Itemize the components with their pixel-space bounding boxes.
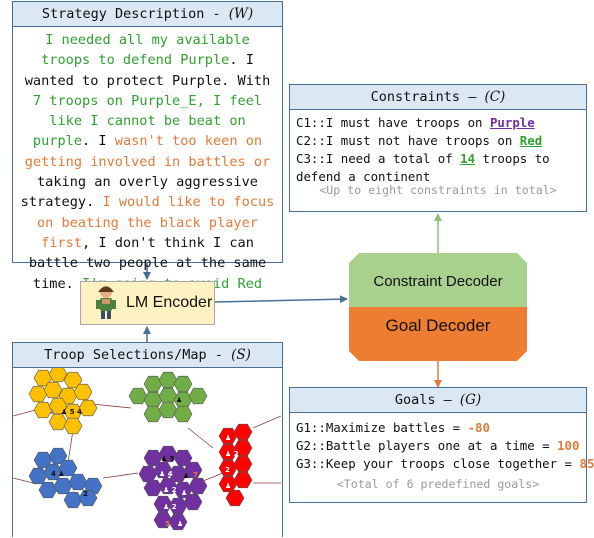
goals-title: Goals – <box>394 392 460 408</box>
lm-encoder-label: LM Encoder <box>126 294 213 311</box>
svg-text:♟: ♟ <box>176 396 182 404</box>
svg-text:♟: ♟ <box>49 408 55 416</box>
troop-map-panel: Troop Selections/Map - (S) <box>12 342 283 537</box>
svg-text:♟: ♟ <box>181 489 187 497</box>
svg-text:♟: ♟ <box>225 482 231 490</box>
svg-text:♟ 4: ♟ 4 <box>159 470 173 478</box>
map-variable: (S) <box>231 347 251 363</box>
red-territory <box>218 423 253 507</box>
goal-decoder-label: Goal Decoder <box>385 316 491 335</box>
svg-text:♟: ♟ <box>225 434 231 442</box>
strategy-description-text: I needed all my available troops to defe… <box>19 30 276 314</box>
svg-text:2: 2 <box>83 490 88 498</box>
troop-map-header: Troop Selections/Map - (S) <box>13 343 282 368</box>
strategy-variable: (W) <box>228 6 254 22</box>
strategy-segment: . I <box>82 133 115 150</box>
decoder-block: Constraint Decoder Goal Decoder <box>349 253 527 361</box>
troop-map-title: Troop Selections/Map - <box>44 347 232 363</box>
yellow-territory <box>28 368 98 435</box>
goal-g2: G2::Battle players one at a time = 100 <box>296 438 580 453</box>
strategy-segment: I needed all my available troops to defe… <box>41 32 250 69</box>
strategy-description-header: Strategy Description - (W) <box>13 2 282 27</box>
green-territory <box>128 371 208 423</box>
svg-text:♟: ♟ <box>183 472 189 480</box>
svg-text:♟ 2: ♟ 2 <box>225 450 239 458</box>
svg-text:5: 5 <box>165 520 170 528</box>
svg-text:♟ 5: ♟ 5 <box>61 408 75 416</box>
constraints-panel: Constraints – (C) C1::I must have troops… <box>289 84 587 212</box>
constraints-header: Constraints – (C) <box>290 85 586 110</box>
svg-text:4: 4 <box>77 408 82 416</box>
constraint-c2: C2::I must not have troops on Red <box>296 133 543 148</box>
constraint-c3-continued: defend a continent <box>296 169 431 184</box>
svg-text:4 ♟: 4 ♟ <box>51 470 65 478</box>
strategy-segment: wasn't too keen on getting involved in b… <box>24 133 271 170</box>
blue-territory <box>28 447 103 509</box>
goals-note: <Total of 6 predefined goals> <box>336 477 540 491</box>
strategy-segment: taking an overly aggressive strategy. <box>20 174 258 211</box>
strategy-segment: I would like to focus on beating the bla… <box>37 194 275 251</box>
goals-panel: Goals – (G) G1::Maximize battles = -80 G… <box>289 387 594 503</box>
strategy-description-panel: Strategy Description - (W) I needed all … <box>12 1 283 312</box>
constraints-note: <Up to eight constraints in total> <box>319 183 557 197</box>
svg-text:♟ 5: ♟ 5 <box>161 455 175 463</box>
svg-text:♟: ♟ <box>177 520 183 528</box>
goal-g1: G1::Maximize battles = -80 <box>296 420 490 435</box>
svg-text:♟ 2: ♟ 2 <box>163 503 177 511</box>
svg-text:♟ 2: ♟ 2 <box>163 486 177 494</box>
svg-text:7: 7 <box>193 471 198 479</box>
constraint-decoder-shape <box>349 253 527 307</box>
character-icon <box>96 286 116 319</box>
goal-decoder-shape <box>349 307 527 361</box>
constraint-decoder-label: Constraint Decoder <box>373 273 503 290</box>
strategy-segment: 7 troops on Purple_E, I feel like I cann… <box>32 92 263 150</box>
strategy-description-title: Strategy Description - <box>41 6 229 22</box>
constraints-variable: (C) <box>484 89 506 105</box>
lm-encoder-block: LM Encoder <box>80 281 215 325</box>
strategy-segment: , I don't think I can battle two people … <box>28 234 267 292</box>
constraint-c3: C3::I need a total of 14 troops to <box>296 151 550 166</box>
svg-text:2: 2 <box>225 466 230 474</box>
constraint-c1: C1::I must have troops on Purple <box>296 115 535 130</box>
goals-header: Goals – (G) <box>290 388 586 413</box>
goal-g3: G3::Keep your troops close together = 85 <box>296 456 594 471</box>
constraints-title: Constraints – <box>370 89 485 105</box>
goals-variable: (G) <box>459 392 482 408</box>
strategy-segment: . I wanted to protect Purple. With <box>24 52 271 89</box>
arrow-encoder-to-decoder <box>214 295 348 304</box>
